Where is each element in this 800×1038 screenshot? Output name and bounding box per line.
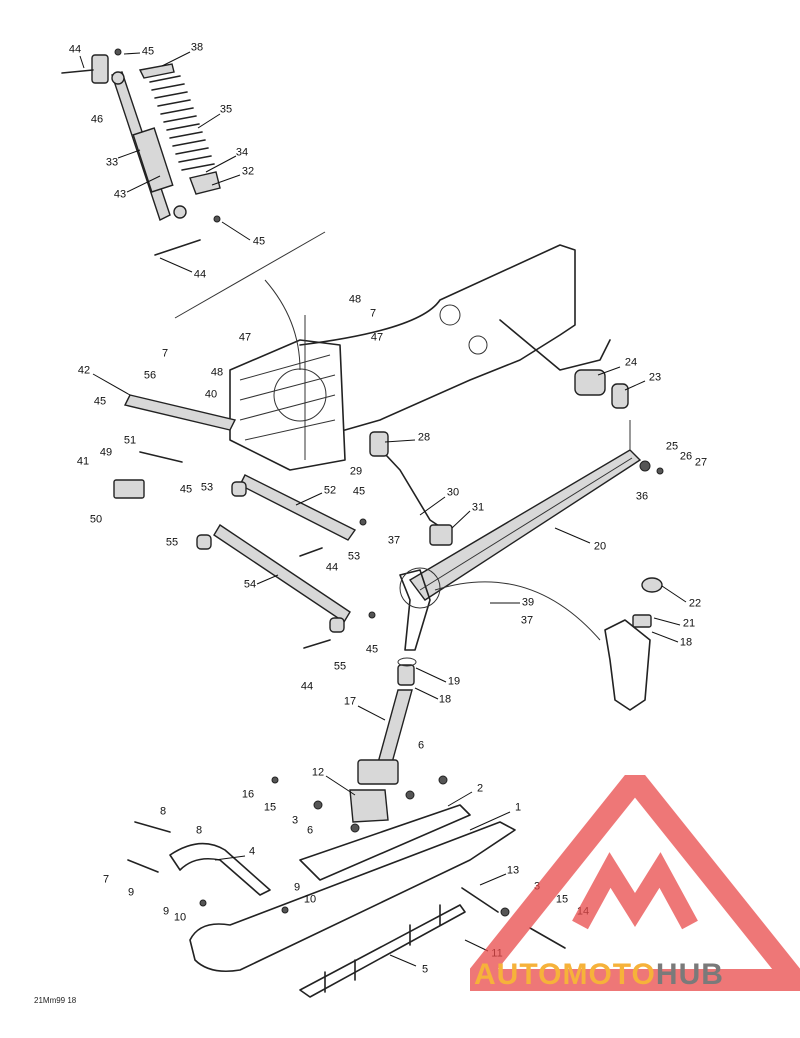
callout-16: 16 [241, 788, 255, 801]
callout-21: 21 [682, 617, 696, 630]
callout-8: 8 [159, 805, 167, 818]
callout-28: 28 [417, 431, 431, 444]
callout-42: 42 [77, 364, 91, 377]
callout-22: 22 [688, 597, 702, 610]
callout-55: 55 [165, 536, 179, 549]
callout-15: 15 [555, 893, 569, 906]
callout-48: 48 [348, 293, 362, 306]
callout-4: 4 [248, 845, 256, 858]
callout-7: 7 [369, 307, 377, 320]
callout-6: 6 [417, 739, 425, 752]
callout-35: 35 [219, 103, 233, 116]
diagram-code: 21Mm99 18 [34, 996, 77, 1005]
shock-absorber-assembly [61, 48, 221, 256]
callout-10: 10 [173, 911, 187, 924]
callout-3: 3 [291, 814, 299, 827]
chassis-frame [174, 231, 629, 471]
callout-26: 26 [679, 450, 693, 463]
callout-44: 44 [300, 680, 314, 693]
callout-17: 17 [343, 695, 357, 708]
watermark-part1: AUTOMOTO [474, 958, 656, 991]
callout-30: 30 [446, 486, 460, 499]
callout-19: 19 [447, 675, 461, 688]
callout-55: 55 [333, 660, 347, 673]
callout-9: 9 [162, 905, 170, 918]
callout-20: 20 [593, 540, 607, 553]
trailing-arm-assembly [369, 420, 664, 651]
callout-51: 51 [123, 434, 137, 447]
automotohub-logo-icon [470, 775, 800, 991]
callout-37: 37 [387, 534, 401, 547]
callout-24: 24 [624, 356, 638, 369]
callout-7: 7 [102, 873, 110, 886]
callout-33: 33 [105, 156, 119, 169]
callout-1: 1 [514, 801, 522, 814]
spindle-assembly [357, 657, 417, 785]
callout-44: 44 [325, 561, 339, 574]
callout-34: 34 [235, 146, 249, 159]
callout-47: 47 [370, 331, 384, 344]
callout-44: 44 [68, 43, 82, 56]
callout-10: 10 [303, 893, 317, 906]
callout-41: 41 [76, 455, 90, 468]
callout-32: 32 [241, 165, 255, 178]
callout-43: 43 [113, 188, 127, 201]
front-arm-assembly [113, 394, 376, 649]
callout-8: 8 [195, 824, 203, 837]
callout-38: 38 [190, 41, 204, 54]
callout-25: 25 [665, 440, 679, 453]
callout-13: 13 [506, 864, 520, 877]
callout-40: 40 [204, 388, 218, 401]
callout-27: 27 [694, 456, 708, 469]
callout-6: 6 [306, 824, 314, 837]
callout-45: 45 [252, 235, 266, 248]
watermark-text: AUTOMOTOHUB [474, 958, 724, 992]
callout-47: 47 [238, 331, 252, 344]
callout-50: 50 [89, 513, 103, 526]
callout-49: 49 [99, 446, 113, 459]
callout-29: 29 [349, 465, 363, 478]
callout-2: 2 [476, 782, 484, 795]
callout-18: 18 [438, 693, 452, 706]
ski-leg-detail [604, 577, 663, 711]
watermark-part2: HUB [655, 958, 724, 991]
callout-18: 18 [679, 636, 693, 649]
callout-7: 7 [161, 347, 169, 360]
callout-45: 45 [93, 395, 107, 408]
callout-5: 5 [421, 963, 429, 976]
callout-45: 45 [141, 45, 155, 58]
callout-31: 31 [471, 501, 485, 514]
leader-lines [79, 51, 687, 967]
callout-45: 45 [352, 485, 366, 498]
callout-46: 46 [90, 113, 104, 126]
callout-56: 56 [143, 369, 157, 382]
callout-54: 54 [243, 578, 257, 591]
callout-23: 23 [648, 371, 662, 384]
callout-9: 9 [127, 886, 135, 899]
callout-48: 48 [210, 366, 224, 379]
callout-53: 53 [200, 481, 214, 494]
callout-45: 45 [365, 643, 379, 656]
callout-44: 44 [193, 268, 207, 281]
callout-39: 39 [521, 596, 535, 609]
callout-9: 9 [293, 881, 301, 894]
callout-37: 37 [520, 614, 534, 627]
callout-52: 52 [323, 484, 337, 497]
callout-53: 53 [347, 550, 361, 563]
callout-15: 15 [263, 801, 277, 814]
callout-36: 36 [635, 490, 649, 503]
callout-12: 12 [311, 766, 325, 779]
ski-assembly [127, 775, 566, 998]
callout-45: 45 [179, 483, 193, 496]
